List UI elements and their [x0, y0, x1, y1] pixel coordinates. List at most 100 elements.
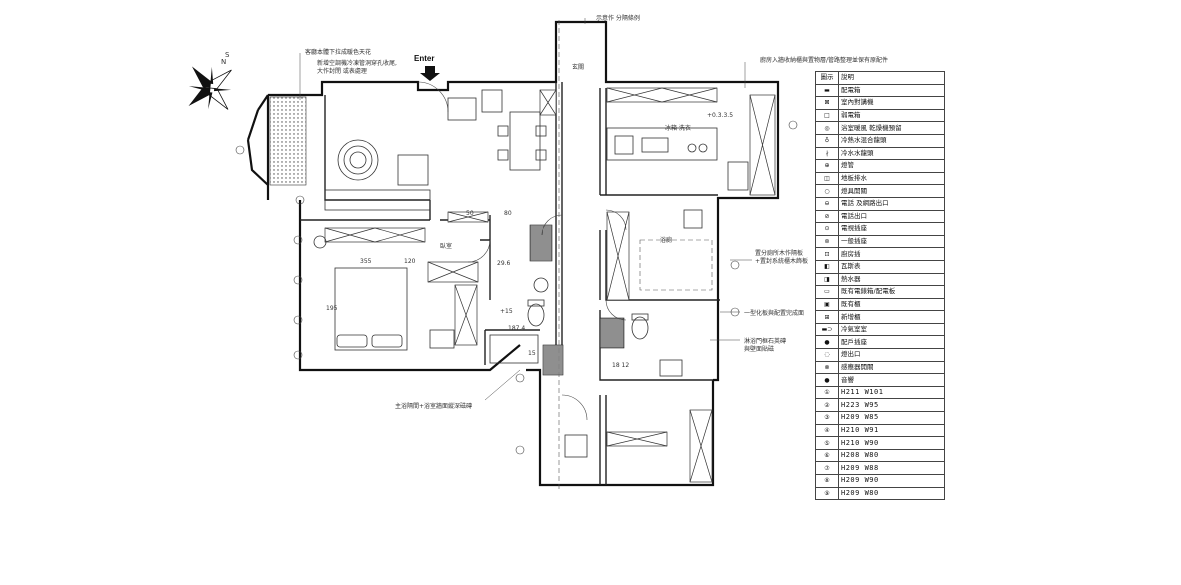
dimension-label: 80	[504, 210, 512, 217]
legend-description: H211 W101	[838, 385, 945, 400]
legend-symbol-icon: ◧	[815, 259, 839, 274]
legend-symbol-icon: ◌	[815, 348, 839, 362]
bath-label: 浴廁	[660, 237, 673, 244]
legend-header-row: 圖示說明	[815, 71, 945, 85]
legend-row: ⊗感應器開關	[815, 360, 945, 375]
annotation-right-3a: 淋浴門框石英磚	[744, 338, 787, 345]
legend-description: 冷氣室室	[838, 322, 945, 337]
annotation-right-3b: 與壁面貼磁	[744, 346, 775, 353]
legend-row: ▬配電箱	[815, 83, 945, 98]
legend-row: ⊘電話出口	[815, 209, 945, 224]
legend-row: ⊚一般插座	[815, 234, 945, 249]
legend-description: 燈具開關	[838, 184, 945, 198]
legend-symbol-icon: ▭	[815, 285, 839, 299]
legend-row: ▭既有電錶箱/配電板	[815, 285, 945, 299]
legend-description: 地板排水	[838, 171, 945, 186]
legend-symbol-icon: ▬⊃	[815, 322, 839, 337]
legend-row: ⊖電話 及網路出口	[815, 196, 945, 211]
legend-row: ♁冷熱水混合龍頭	[815, 133, 945, 148]
legend-description: 燈管	[838, 159, 945, 173]
legend-symbol-icon: ⊠	[815, 96, 839, 110]
dimension-label: 187.4	[508, 325, 526, 332]
legend-description: 電話出口	[838, 209, 945, 224]
dimension-label: +15	[500, 308, 513, 315]
kitchen-label: 冰箱 洗衣	[665, 125, 691, 132]
entrance-label: Enter	[414, 54, 435, 63]
legend-description: 弱電箱	[838, 108, 945, 123]
legend-symbol-icon: ①	[815, 385, 839, 400]
bedroom-furniture	[313, 235, 455, 351]
shaft-hatch-2	[542, 344, 564, 376]
legend-header-description: 說明	[838, 71, 945, 85]
legend-symbol-icon: ⑨	[815, 486, 839, 501]
legend-description: 電視插座	[838, 222, 945, 236]
legend-symbol-icon: ▣	[815, 297, 839, 312]
legend-symbol-icon: ⑥	[815, 448, 839, 463]
legend-row: ⊙電視插座	[815, 222, 945, 236]
compass-rose	[188, 66, 232, 110]
legend-symbol-icon: ⊙	[815, 222, 839, 236]
annotation-right-1a: 置分廁所木作隔板	[755, 250, 804, 257]
legend-row: ●音響	[815, 373, 945, 387]
annotation-bottom-left: 主浴隔間+浴室牆面縱深磁磚	[395, 403, 473, 410]
legend-description: H209 W85	[838, 411, 945, 425]
dimension-label: 18 12	[612, 362, 630, 369]
annotation-right-1b: +置封系統櫃木飾板	[755, 258, 809, 265]
legend-description: H209 W80	[838, 486, 945, 501]
legend-row: ⊡廚房插	[815, 247, 945, 261]
legend-symbol-icon: ②	[815, 398, 839, 413]
dimension-label: 195	[326, 305, 338, 312]
legend-description: 冷水水龍頭	[838, 146, 945, 161]
dimension-label: +0.3.3.5	[707, 112, 734, 119]
compass-north-label: N	[221, 58, 227, 66]
legend-table: 圖示說明▬配電箱⊠室內對講機□弱電箱◎浴室暖風 乾燥機預留♁冷熱水混合龍頭∤冷水…	[815, 71, 945, 501]
legend-symbol-icon: ◎	[815, 121, 839, 135]
legend-description: 浴室暖風 乾燥機預留	[838, 121, 945, 135]
annotation-right-2: 一型化板與配置完成面	[744, 310, 805, 317]
legend-symbol-icon: ●	[815, 373, 839, 387]
dimension-label: 355	[360, 258, 372, 265]
hall-label: 玄關	[572, 64, 585, 71]
legend-row: ⊕燈管	[815, 159, 945, 173]
legend-symbol-icon: □	[815, 108, 839, 123]
legend-description: 冷熱水混合龍頭	[838, 133, 945, 148]
shaft-hatch-1	[529, 224, 553, 262]
legend-description: H209 W88	[838, 461, 945, 475]
balcony-floor	[269, 96, 307, 186]
legend-header-symbol: 圖示	[815, 71, 839, 85]
kitchen-fixtures	[564, 127, 749, 458]
legend-row: ◨熱水器	[815, 272, 945, 287]
legend-symbol-icon: ⊞	[815, 310, 839, 324]
legend-symbol-icon: ⊚	[815, 234, 839, 249]
bed-label: 臥室	[440, 243, 453, 250]
legend-symbol-icon: ④	[815, 423, 839, 438]
legend-row: ▬⊃冷氣室室	[815, 322, 945, 337]
annotation-top-right: 廚房入牆收納櫃與置物層/管路整理並保有原配件	[760, 57, 889, 64]
dimension-label: 120	[404, 258, 416, 265]
legend-description: H208 W80	[838, 448, 945, 463]
legend-description: 音響	[838, 373, 945, 387]
legend-symbol-icon: ◫	[815, 171, 839, 186]
legend-row: ◌燈出口	[815, 348, 945, 362]
legend-symbol-icon: ○	[815, 184, 839, 198]
legend-description: H210 W90	[838, 436, 945, 450]
legend-description: 瓦斯表	[838, 259, 945, 274]
legend-row: ⊠室內對講機	[815, 96, 945, 110]
legend-description: 新增櫃	[838, 310, 945, 324]
legend-description: 燈出口	[838, 348, 945, 362]
legend-row: ◎浴室暖風 乾燥機預留	[815, 121, 945, 135]
legend-symbol-icon: ▬	[815, 83, 839, 98]
compass-south-label: S	[225, 51, 230, 59]
legend-symbol-icon: ∤	[815, 146, 839, 161]
reference-lines	[558, 20, 713, 490]
dimension-label: 29.6	[497, 260, 511, 267]
legend-symbol-icon: ⊗	[815, 360, 839, 375]
legend-description: 室內對講機	[838, 96, 945, 110]
legend-description: 廚房插	[838, 247, 945, 261]
